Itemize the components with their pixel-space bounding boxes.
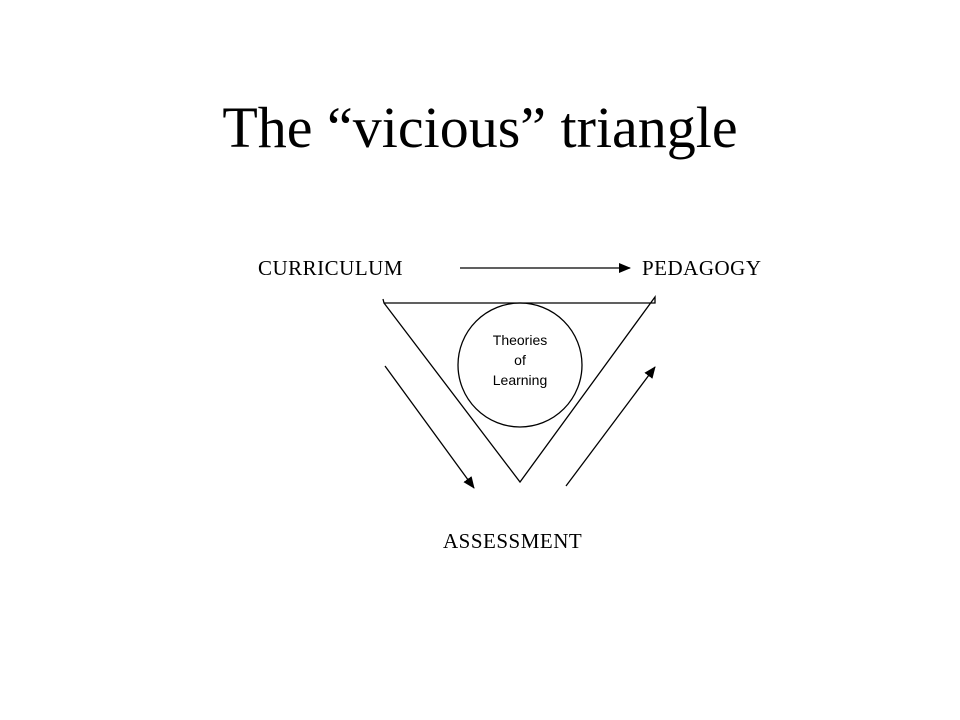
slide-title: The “vicious” triangle bbox=[222, 95, 738, 160]
arrow-curriculum-to-assessment bbox=[384, 365, 475, 489]
inverted-triangle bbox=[382, 295, 656, 484]
node-curriculum: CURRICULUM bbox=[258, 256, 403, 280]
node-pedagogy: PEDAGOGY bbox=[642, 256, 762, 280]
center-circle bbox=[457, 302, 583, 428]
arrow-assessment-to-pedagogy bbox=[565, 366, 656, 487]
center-label-line3: Learning bbox=[493, 372, 548, 388]
center-label-line1: Theories bbox=[493, 332, 547, 348]
center-label-line2: of bbox=[514, 352, 526, 368]
node-assessment: ASSESSMENT bbox=[443, 529, 582, 553]
